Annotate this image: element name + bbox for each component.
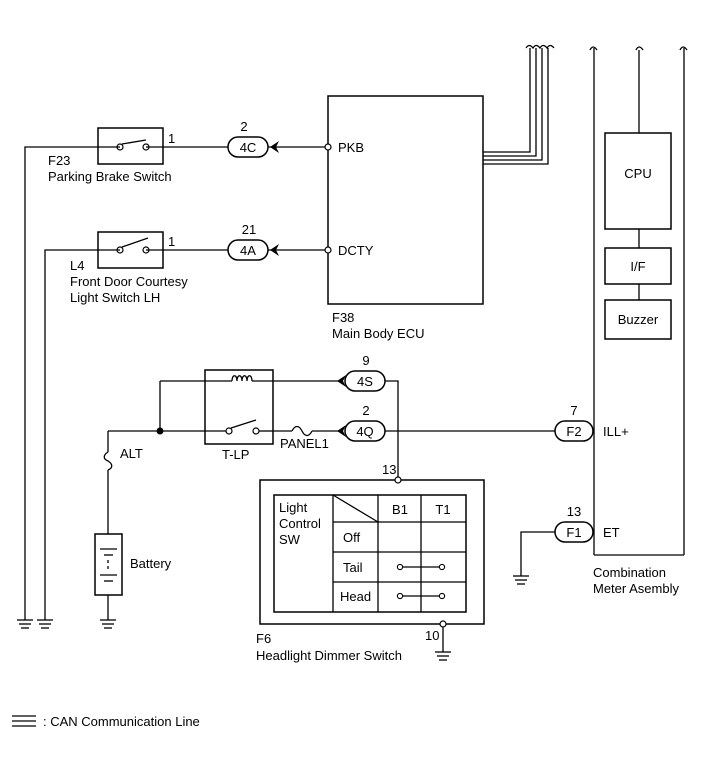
meter-if-label: I/F: [630, 259, 645, 274]
tlp-relay-label: T-LP: [222, 447, 249, 462]
ecu-code: F38: [332, 310, 354, 325]
dimmer-name: Headlight Dimmer Switch: [256, 648, 402, 663]
connector-f2: F2: [554, 420, 594, 442]
svg-text:4Q: 4Q: [356, 424, 373, 439]
parking-brake-name: Parking Brake Switch: [48, 169, 172, 184]
dimmer-pin-top: 13: [382, 462, 396, 477]
parking-brake-switch: [97, 127, 164, 165]
ground-symbol-door: [37, 619, 53, 629]
connector-4q-pin: 2: [362, 403, 369, 418]
battery: [94, 533, 123, 596]
door-switch-name-line2: Light Switch LH: [70, 290, 160, 305]
ecu-pin-dcty: DCTY: [338, 243, 374, 258]
connector-4c-pin: 2: [240, 119, 247, 134]
ecu-name: Main Body ECU: [332, 326, 424, 341]
can-bus-lines: [483, 44, 555, 165]
fuse-alt-label: ALT: [120, 446, 143, 461]
dimmer-code: F6: [256, 631, 271, 646]
connector-4q: 4Q: [337, 420, 386, 442]
ecu-pin-pkb: PKB: [338, 140, 364, 155]
dimmer-table-col-b1: B1: [392, 502, 408, 517]
legend-can-symbol: [12, 715, 36, 727]
dimmer-table-col-t1: T1: [435, 502, 450, 517]
ground-symbol-meter: [513, 575, 529, 585]
meter-buzzer-label: Buzzer: [618, 312, 659, 327]
svg-text:4C: 4C: [240, 140, 257, 155]
door-courtesy-switch: [97, 231, 164, 269]
ground-symbol-battery: [100, 619, 116, 629]
meter-name-line2: Meter Asembly: [593, 581, 679, 596]
connector-4c: 4C: [227, 136, 279, 158]
svg-text:4A: 4A: [240, 243, 256, 258]
door-switch-name-line1: Front Door Courtesy: [70, 274, 188, 289]
main-body-ecu: [324, 95, 484, 305]
dimmer-table-header-3: SW: [279, 532, 301, 547]
connector-f1-pin: 13: [567, 504, 581, 519]
headlight-dimmer-switch: [259, 476, 485, 628]
connector-f1: F1: [554, 521, 594, 543]
door-switch-pin: 1: [168, 234, 175, 249]
svg-text:F2: F2: [566, 424, 581, 439]
connector-4a: 4A: [227, 239, 279, 261]
dimmer-table-row-tail: Tail: [343, 560, 363, 575]
dimmer-table-header-1: Light: [279, 500, 308, 515]
connector-4s-pin: 9: [362, 353, 369, 368]
battery-label: Battery: [130, 556, 172, 571]
dimmer-table-row-off: Off: [343, 530, 360, 545]
legend-text: : CAN Communication Line: [43, 714, 200, 729]
meter-pin-et: ET: [603, 525, 620, 540]
dimmer-table-header-2: Control: [279, 516, 321, 531]
connector-4a-pin: 21: [242, 222, 256, 237]
svg-text:F1: F1: [566, 525, 581, 540]
svg-text:4S: 4S: [357, 374, 373, 389]
dimmer-table-row-head: Head: [340, 589, 371, 604]
combination-meter: [589, 46, 688, 556]
connector-4s: 4S: [337, 370, 386, 392]
fuse-panel1-label: PANEL1: [280, 436, 329, 451]
ground-symbol-dimmer: [435, 651, 451, 661]
ground-symbol-parking: [17, 619, 33, 629]
parking-brake-code: F23: [48, 153, 70, 168]
tlp-relay: [204, 369, 274, 445]
parking-brake-pin: 1: [168, 131, 175, 146]
meter-cpu-label: CPU: [624, 166, 651, 181]
meter-name-line1: Combination: [593, 565, 666, 580]
ground-wires-left: [17, 146, 98, 629]
dimmer-pin-bottom: 10: [425, 628, 439, 643]
connector-f2-pin: 7: [570, 403, 577, 418]
power-wiring: [103, 380, 205, 620]
door-switch-code: L4: [70, 258, 84, 273]
meter-pin-ill: ILL+: [603, 424, 629, 439]
